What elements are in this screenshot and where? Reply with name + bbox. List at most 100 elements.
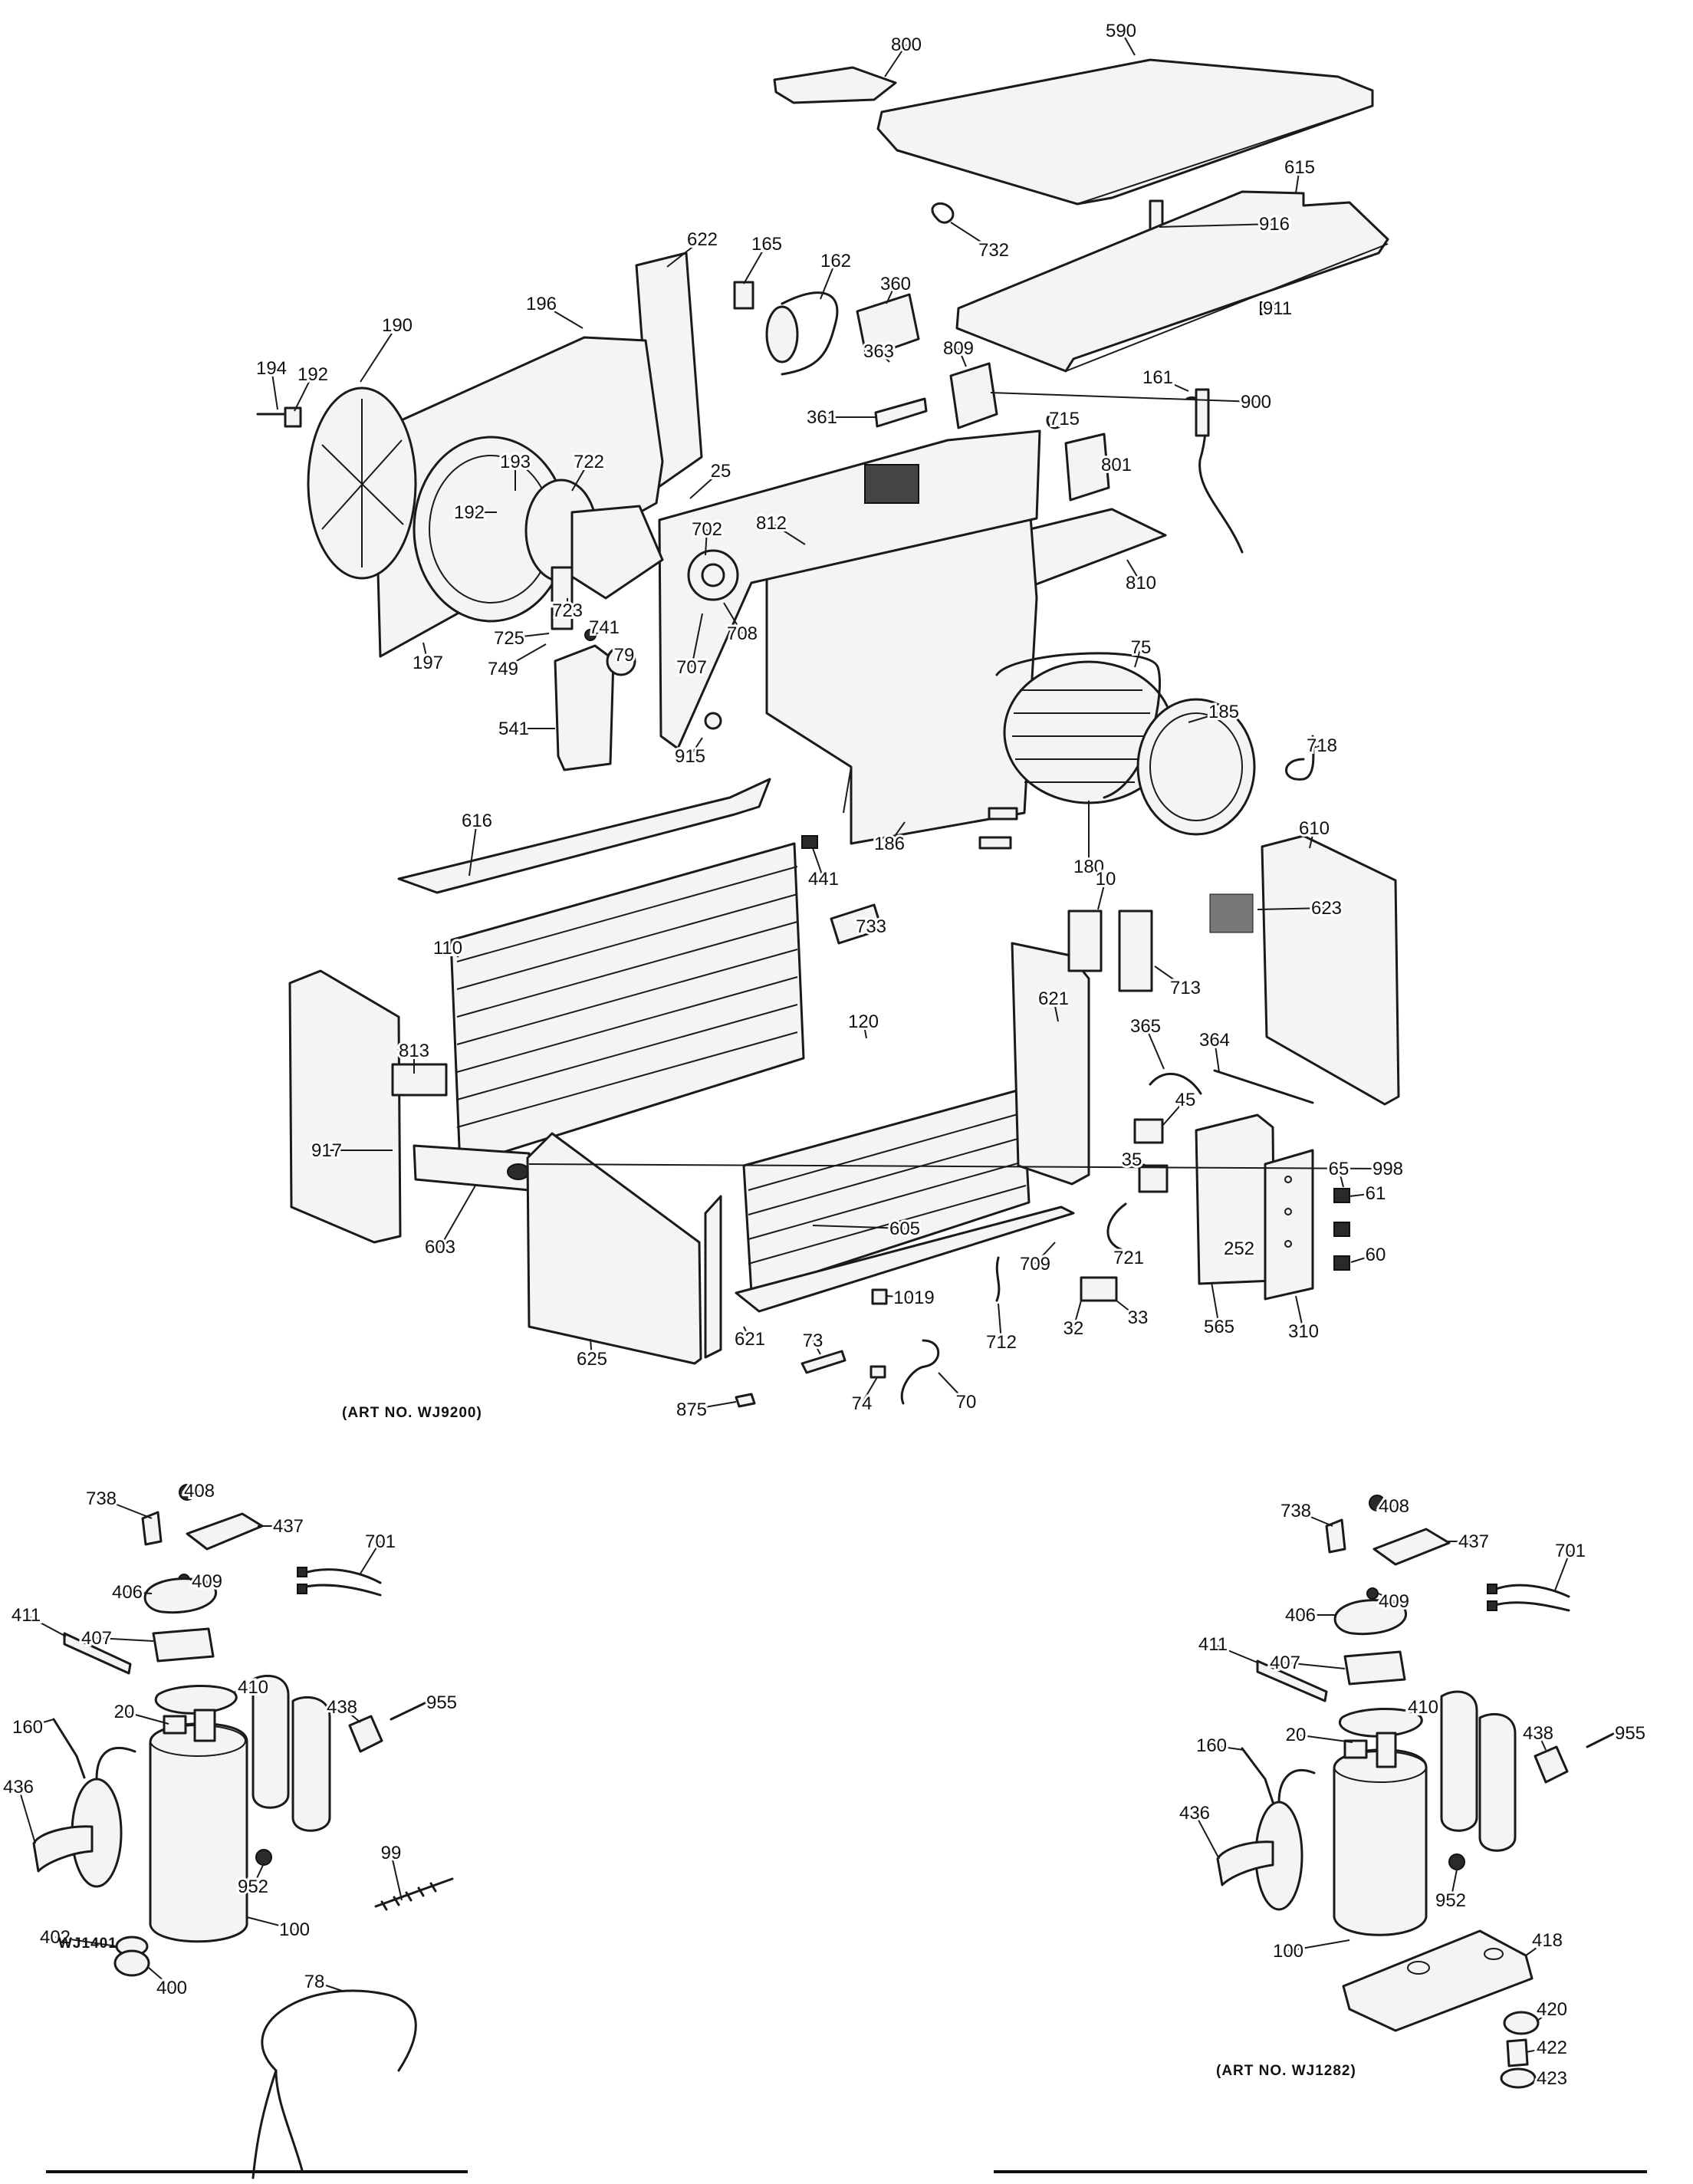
left-callout-leader-701 [360,1541,381,1574]
left-part-78-harness-shape [261,1989,417,2072]
main-callout-197: 197 [413,653,443,673]
main-callout-leader-363 [878,350,890,363]
main-callout-732: 732 [978,240,1009,261]
left-callout-leader-402 [54,1936,117,1947]
main-callout-363: 363 [863,341,894,362]
main-callout-leader-185 [1188,711,1225,723]
left-part-952-grommet-shape [255,1849,272,1866]
left-callout-952: 952 [238,1876,268,1897]
left-art-number-caption: WJ1401 [58,1936,117,1952]
left-callout-leader-438 [341,1706,361,1723]
main-callout-leader-196 [541,303,584,329]
main-callout-623: 623 [1311,898,1342,919]
main-callout-812: 812 [756,513,787,534]
part-715-nut-shape [1046,411,1064,429]
main-callout-180: 180 [1073,857,1104,877]
left-part-99-spring-shape [374,1877,454,1908]
right-callout-422: 422 [1537,2038,1567,2058]
left-callout-400: 400 [156,1978,187,1998]
left-part-701-wire-shape [301,1568,382,1597]
main-callout-leader-718 [1309,745,1323,749]
main-callout-45: 45 [1175,1090,1196,1110]
left-callout-leader-955 [426,1702,442,1705]
main-callout-998: 998 [1372,1159,1403,1179]
main-callout-leader-741 [594,627,605,636]
part-610-side-panel-shape [1261,834,1400,1106]
part-185-ring-shape [1136,698,1256,836]
main-callout-702: 702 [692,519,722,540]
right-callout-leader-410 [1418,1706,1424,1717]
left-part-407-cover-shape [152,1627,215,1663]
main-callout-25: 25 [711,461,731,482]
part-364-rod-shape [1213,1069,1314,1104]
part-70-cord-shape [900,1339,940,1405]
main-callout-leader-186 [889,821,906,844]
left-callout-leader-400 [148,1967,173,1988]
right-callout-952: 952 [1435,1890,1466,1911]
main-callout-10: 10 [1096,869,1116,890]
main-callout-leader-621 [743,1326,751,1340]
main-callout-185: 185 [1208,702,1239,722]
part-73-clip-shape [800,1350,846,1374]
part-360-cover-shape [856,293,920,359]
part-45-relay-shape [1133,1118,1164,1144]
main-assembly-artwork [256,58,1400,1408]
part-721-wire-shape [1106,1202,1127,1252]
right-part-410-gasket-shape [1339,1707,1423,1738]
main-callout-721: 721 [1113,1248,1144,1268]
right-callout-408: 408 [1379,1496,1409,1517]
main-callout-813: 813 [399,1041,429,1061]
part-10-capacitor-right-shape [1118,909,1153,992]
right-callout-420: 420 [1537,1999,1567,2020]
right-callout-160: 160 [1196,1735,1227,1756]
left-part-411-clip-shape [63,1632,132,1675]
main-callout-leader-32 [1073,1300,1082,1329]
left-callout-leader-20 [123,1711,169,1725]
left-callout-406: 406 [112,1582,143,1603]
main-callout-120: 120 [848,1011,879,1032]
left-part-406-cover-shape [143,1577,218,1614]
main-callout-70: 70 [956,1392,977,1413]
main-callout-809: 809 [943,338,974,359]
left-callout-leader-738 [100,1498,153,1519]
main-callout-leader-712 [998,1303,1002,1343]
right-callout-leader-738 [1295,1510,1333,1527]
right-callout-738: 738 [1280,1501,1311,1521]
main-callout-leader-120 [863,1021,867,1039]
main-callout-leader-801 [1103,462,1117,465]
part-60-knob-shape [1333,1255,1350,1271]
part-621-side-panel-shape [704,1195,722,1359]
part-900-housing-shape [949,362,998,429]
main-callout-625: 625 [577,1349,607,1370]
part-732-spring-shape [931,202,955,224]
main-callout-leader-610 [1309,827,1315,849]
part-1019-clip-shape [871,1288,888,1305]
main-callout-32: 32 [1063,1318,1084,1339]
main-callout-194: 194 [256,358,287,379]
main-callout-leader-75 [1134,646,1142,668]
main-callout-leader-721 [1123,1249,1129,1258]
right-part-437-bracket-shape [1372,1528,1451,1566]
main-callout-360: 360 [880,274,911,294]
main-callout-leader-616 [468,820,478,877]
main-callout-leader-110 [447,947,459,958]
right-callout-409: 409 [1379,1591,1409,1612]
right-callout-410: 410 [1408,1697,1438,1718]
right-part-738-clip-shape [1325,1518,1346,1554]
main-callout-722: 722 [574,452,604,472]
part-365-wire-shape [1149,1072,1202,1095]
right-part-952-grommet-shape [1448,1853,1465,1870]
right-callout-leader-407 [1284,1662,1346,1669]
left-part-muffler-a-shape [251,1674,290,1809]
main-callout-900: 900 [1241,392,1271,413]
part-625-front-panel-shape [526,1132,702,1365]
main-callout-leader-622 [666,238,703,268]
main-callout-leader-623 [1257,907,1327,910]
main-callout-801: 801 [1101,455,1132,475]
main-callout-196: 196 [526,294,557,314]
main-callout-35: 35 [1122,1150,1142,1170]
main-callout-110: 110 [433,938,462,959]
main-callout-leader-603 [439,1185,476,1248]
right-callout-438: 438 [1523,1723,1553,1744]
